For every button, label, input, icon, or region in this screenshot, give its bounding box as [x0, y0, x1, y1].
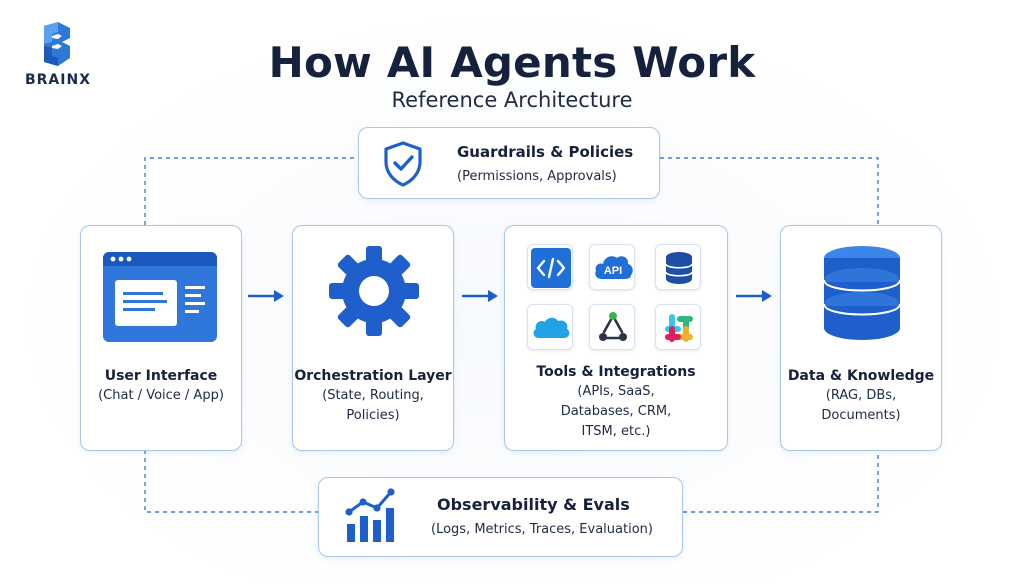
shield-check-icon [384, 141, 422, 187]
stage-data-knowledge-detail: (RAG, DBs, Documents) [781, 386, 941, 426]
detail-line: ITSM, etc.) [581, 424, 651, 439]
app-window-icon [103, 252, 217, 342]
page-title: How AI Agents Work [268, 38, 756, 87]
tool-tile-webhook [589, 304, 635, 350]
brand-logo-icon [44, 22, 70, 66]
bar-chart-trend-icon [345, 488, 395, 542]
detail-line: Documents) [821, 408, 901, 423]
stage-user-interface: User Interface (Chat / Voice / App) [80, 225, 242, 451]
tool-tile-code [527, 244, 573, 290]
webhook-icon [599, 312, 627, 341]
tool-tile-saas [527, 304, 573, 350]
stage-orchestration: Orchestration Layer (State, Routing, Pol… [292, 225, 454, 451]
guardrails-subtitle: (Permissions, Approvals) [457, 169, 617, 184]
gear-icon [329, 246, 419, 336]
stage-tools-detail: (APIs, SaaS, Databases, CRM, ITSM, etc.) [505, 382, 727, 442]
tool-tile-database [655, 244, 701, 290]
detail-line: (State, Routing, [322, 388, 424, 403]
stage-user-interface-label: User Interface [104, 368, 218, 384]
tool-tile-slack [655, 304, 701, 350]
observability-subtitle: (Logs, Metrics, Traces, Evaluation) [431, 522, 653, 537]
detail-line: (Chat / Voice / App) [98, 388, 224, 403]
stage-orchestration-label: Orchestration Layer [294, 368, 452, 384]
slack-icon [665, 314, 693, 342]
stage-user-interface-detail: (Chat / Voice / App) [81, 386, 241, 406]
stage-tools-label: Tools & Integrations [536, 364, 696, 380]
code-icon [531, 248, 571, 288]
guardrails-title: Guardrails & Policies [457, 143, 634, 161]
guardrails-box: Guardrails & Policies (Permissions, Appr… [358, 127, 660, 199]
brand-logo: BRAINX [18, 22, 98, 102]
cloud-saas-icon [533, 317, 570, 338]
stage-data-knowledge: Data & Knowledge (RAG, DBs, Documents) [780, 225, 942, 451]
page-subtitle: Reference Architecture [391, 88, 633, 112]
api-label: API [604, 265, 622, 277]
stage-tools: API [504, 225, 728, 451]
stage-orchestration-detail: (State, Routing, Policies) [293, 386, 453, 426]
detail-line: (RAG, DBs, [825, 388, 897, 403]
brand-name: BRAINX [24, 72, 91, 88]
observability-box: Observability & Evals (Logs, Metrics, Tr… [318, 477, 683, 557]
detail-line: (APIs, SaaS, [577, 384, 655, 399]
detail-line: Policies) [346, 408, 400, 423]
database-icon [665, 252, 693, 284]
arrow-tools-to-data [736, 290, 772, 302]
tool-tile-api: API [589, 244, 635, 290]
arrow-ui-to-orchestration [248, 290, 284, 302]
observability-title: Observability & Evals [437, 495, 630, 514]
detail-line: Databases, CRM, [560, 404, 672, 419]
database-stack-icon [823, 246, 901, 340]
stage-data-knowledge-label: Data & Knowledge [787, 368, 935, 384]
arrow-orchestration-to-tools [462, 290, 498, 302]
api-cloud-icon: API [595, 256, 633, 279]
